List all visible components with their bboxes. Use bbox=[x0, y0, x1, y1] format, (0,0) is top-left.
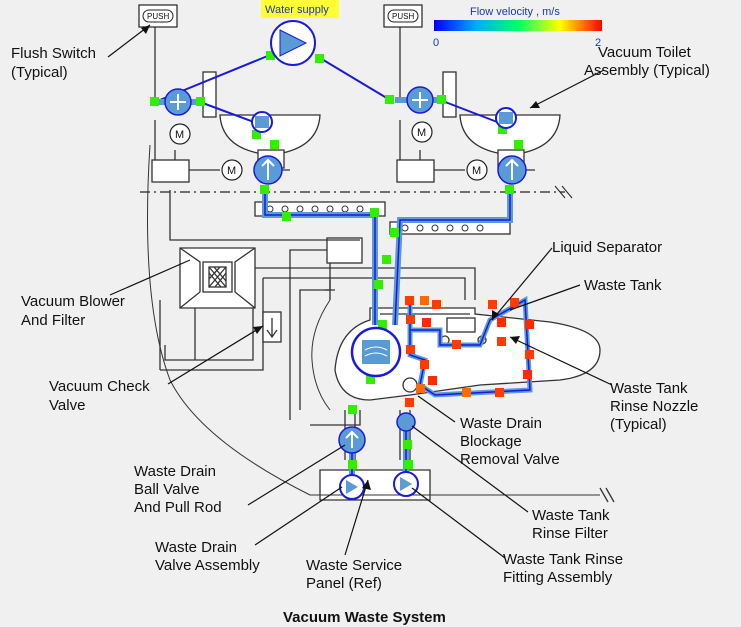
motor-label: M bbox=[175, 129, 184, 141]
label-check-1: Vacuum Check bbox=[49, 378, 150, 395]
flow-green-markers bbox=[150, 51, 523, 469]
rinse-valve-right-upper[interactable] bbox=[406, 86, 434, 114]
flush-valve-right[interactable] bbox=[495, 107, 517, 129]
motor-right-lower: M bbox=[466, 159, 488, 181]
tank-rinse-markers bbox=[405, 296, 534, 407]
label-blower-2: And Filter bbox=[21, 312, 85, 329]
rinse-fitting-valve[interactable] bbox=[393, 471, 419, 497]
rinse-valve-left-upper[interactable] bbox=[164, 88, 192, 116]
flow-velocity-legend: Flow velocity , m/s 0 2 bbox=[433, 6, 602, 49]
label-rinse-fitting-1: Waste Tank Rinse bbox=[503, 551, 623, 568]
label-ball-valve-1: Waste Drain bbox=[134, 463, 216, 480]
line-break-mark bbox=[554, 185, 573, 199]
push-switch-left[interactable]: PUSH bbox=[138, 4, 178, 28]
leader-lines bbox=[107, 24, 613, 559]
label-rinse-filter-2: Rinse Filter bbox=[532, 525, 608, 542]
label-service-panel-2: Panel (Ref) bbox=[306, 575, 382, 592]
label-blockage-2: Blockage bbox=[460, 433, 522, 450]
water-supply-valve[interactable] bbox=[270, 20, 316, 66]
legend-color-bar bbox=[434, 20, 602, 31]
motor-label: M bbox=[472, 165, 481, 177]
water-supply-text: Water supply bbox=[265, 4, 329, 16]
legend-title: Flow velocity , m/s bbox=[470, 6, 560, 18]
label-ball-valve-3: And Pull Rod bbox=[134, 499, 222, 516]
label-check-2: Valve bbox=[49, 397, 85, 414]
push-label-left: PUSH bbox=[147, 12, 169, 21]
label-rinse-nozzle-1: Waste Tank bbox=[610, 380, 688, 397]
push-label-right: PUSH bbox=[392, 12, 414, 21]
label-service-panel-1: Waste Service bbox=[306, 557, 402, 574]
label-ball-valve-2: Ball Valve bbox=[134, 481, 200, 498]
liquid-separator-valve[interactable] bbox=[350, 326, 402, 378]
legend-max: 2 bbox=[595, 37, 601, 49]
water-supply-highlight bbox=[261, 0, 339, 18]
rinse-filter-valve[interactable] bbox=[396, 412, 416, 432]
motor-left-upper: M bbox=[169, 123, 191, 145]
motor-label: M bbox=[417, 127, 426, 139]
water-supply-label: Water supply bbox=[261, 0, 339, 18]
label-toilet-1: Vacuum Toilet bbox=[598, 44, 692, 61]
label-blower-1: Vacuum Blower bbox=[21, 293, 125, 310]
label-drain-valve-2: Valve Assembly bbox=[155, 557, 260, 574]
label-rinse-nozzle-3: (Typical) bbox=[610, 416, 667, 433]
label-rinse-nozzle-2: Rinse Nozzle bbox=[610, 398, 698, 415]
label-drain-valve-1: Waste Drain bbox=[155, 539, 237, 556]
label-liquid-separator: Liquid Separator bbox=[552, 239, 662, 256]
label-rinse-fitting-2: Fitting Assembly bbox=[503, 569, 613, 586]
flush-valve-left-lower[interactable] bbox=[253, 155, 283, 185]
component-labels: Flush Switch (Typical) Vacuum Toilet Ass… bbox=[11, 44, 710, 592]
water-supply-flow bbox=[154, 54, 506, 126]
flush-valve-left[interactable] bbox=[251, 111, 273, 133]
waste-drain-valve-assembly[interactable] bbox=[339, 474, 365, 500]
diagram-title: Vacuum Waste System bbox=[283, 609, 446, 626]
motor-right-upper: M bbox=[411, 121, 433, 143]
label-flush-switch-1: Flush Switch bbox=[11, 45, 96, 62]
label-blockage-3: Removal Valve bbox=[460, 451, 560, 468]
flush-valve-right-lower[interactable] bbox=[497, 155, 527, 185]
label-blockage-1: Waste Drain bbox=[460, 415, 542, 432]
label-waste-tank: Waste Tank bbox=[584, 277, 662, 294]
label-rinse-filter-1: Waste Tank bbox=[532, 507, 610, 524]
label-toilet-2: Assembly (Typical) bbox=[584, 62, 710, 79]
push-switch-right[interactable]: PUSH bbox=[383, 4, 423, 28]
leader-arrowheads bbox=[141, 25, 540, 490]
waste-drain-ball-valve[interactable] bbox=[338, 426, 366, 454]
motor-label: M bbox=[227, 165, 236, 177]
motor-left-lower: M bbox=[221, 159, 243, 181]
legend-min: 0 bbox=[433, 37, 439, 49]
label-flush-switch-2: (Typical) bbox=[11, 64, 68, 81]
